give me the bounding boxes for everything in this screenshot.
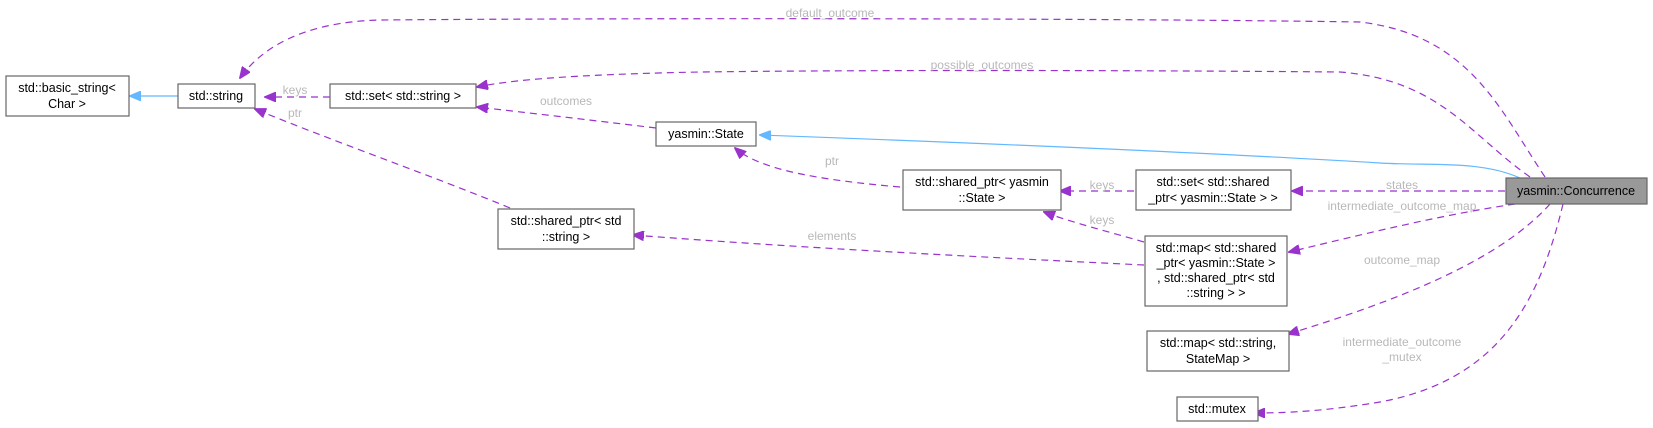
node-shared-ptr-string[interactable]: std::shared_ptr< std ::string > xyxy=(497,208,635,250)
node-std-string-label: std::string xyxy=(189,89,243,103)
node-yasmin-concurrence[interactable]: yasmin::Concurrence xyxy=(1505,177,1648,205)
node-basic-string[interactable]: std::basic_string< Char > xyxy=(5,75,130,117)
node-map-string-statemap[interactable]: std::map< std::string, StateMap > xyxy=(1146,330,1290,372)
node-set-shared-ptr-state-line1: std::set< std::shared xyxy=(1157,175,1270,189)
node-shared-ptr-state-line2: ::State > xyxy=(959,191,1006,205)
edge-default-outcome xyxy=(240,18,1546,178)
label-elements: elements xyxy=(808,229,857,243)
edge-ptr-string xyxy=(255,109,511,209)
node-std-mutex[interactable]: std::mutex xyxy=(1176,396,1259,422)
label-default-outcome: default_outcome xyxy=(786,6,875,20)
node-basic-string-line1: std::basic_string< xyxy=(18,81,116,95)
node-map-line3: , std::shared_ptr< std xyxy=(1157,271,1275,285)
label-ptr-string: ptr xyxy=(288,106,302,120)
node-shared-ptr-state[interactable]: std::shared_ptr< yasmin ::State > xyxy=(902,169,1062,211)
node-map-string-statemap-line1: std::map< std::string, xyxy=(1160,336,1276,350)
node-map-shared-ptr-state-string[interactable]: std::map< std::shared _ptr< yasmin::Stat… xyxy=(1144,235,1288,307)
node-set-shared-ptr-state-line2: _ptr< yasmin::State > > xyxy=(1147,191,1278,205)
node-set-shared-ptr-state[interactable]: std::set< std::shared _ptr< yasmin::Stat… xyxy=(1135,169,1292,211)
node-map-line4: ::string > > xyxy=(1186,286,1245,300)
label-keys-string: keys xyxy=(283,83,308,97)
node-set-string-label: std::set< std::string > xyxy=(345,89,461,103)
edge-elements xyxy=(633,235,1145,266)
node-yasmin-state[interactable]: yasmin::State xyxy=(655,121,757,147)
node-yasmin-concurrence-label: yasmin::Concurrence xyxy=(1517,184,1635,198)
edge-possible-outcomes xyxy=(477,69,1531,178)
edge-concurrence-inherits-state xyxy=(760,135,1521,179)
label-ptr-state: ptr xyxy=(825,154,839,168)
edge-ptr-state xyxy=(735,148,901,188)
label-intermediate-outcome-mutex: intermediate_outcome_mutex xyxy=(1343,335,1462,364)
node-shared-ptr-string-line1: std::shared_ptr< std xyxy=(511,214,622,228)
node-shared-ptr-state-line1: std::shared_ptr< yasmin xyxy=(915,175,1049,189)
label-intermediate-outcome-map: intermediate_outcome_map xyxy=(1328,199,1477,213)
node-set-string[interactable]: std::set< std::string > xyxy=(329,83,477,109)
label-outcome-map: outcome_map xyxy=(1364,253,1440,267)
edge-intermediate-outcome-map xyxy=(1289,203,1516,252)
node-basic-string-line2: Char > xyxy=(48,97,86,111)
node-shared-ptr-string-line2: ::string > xyxy=(542,230,590,244)
label-keys-map: keys xyxy=(1090,213,1115,227)
node-map-line1: std::map< std::shared xyxy=(1156,241,1277,255)
node-yasmin-state-label: yasmin::State xyxy=(668,127,744,141)
edge-outcomes xyxy=(477,107,657,129)
label-outcomes: outcomes xyxy=(540,94,592,108)
edge-outcome-map xyxy=(1288,203,1551,334)
node-std-string[interactable]: std::string xyxy=(177,83,256,109)
node-std-mutex-label: std::mutex xyxy=(1188,402,1246,416)
edge-intermediate-outcome-mutex xyxy=(1254,203,1564,413)
node-map-line2: _ptr< yasmin::State > xyxy=(1156,256,1276,270)
label-possible-outcomes: possible_outcomes xyxy=(931,58,1034,72)
label-states: states xyxy=(1386,178,1418,192)
node-map-string-statemap-line2: StateMap > xyxy=(1186,352,1250,366)
label-keys-set: keys xyxy=(1090,178,1115,192)
